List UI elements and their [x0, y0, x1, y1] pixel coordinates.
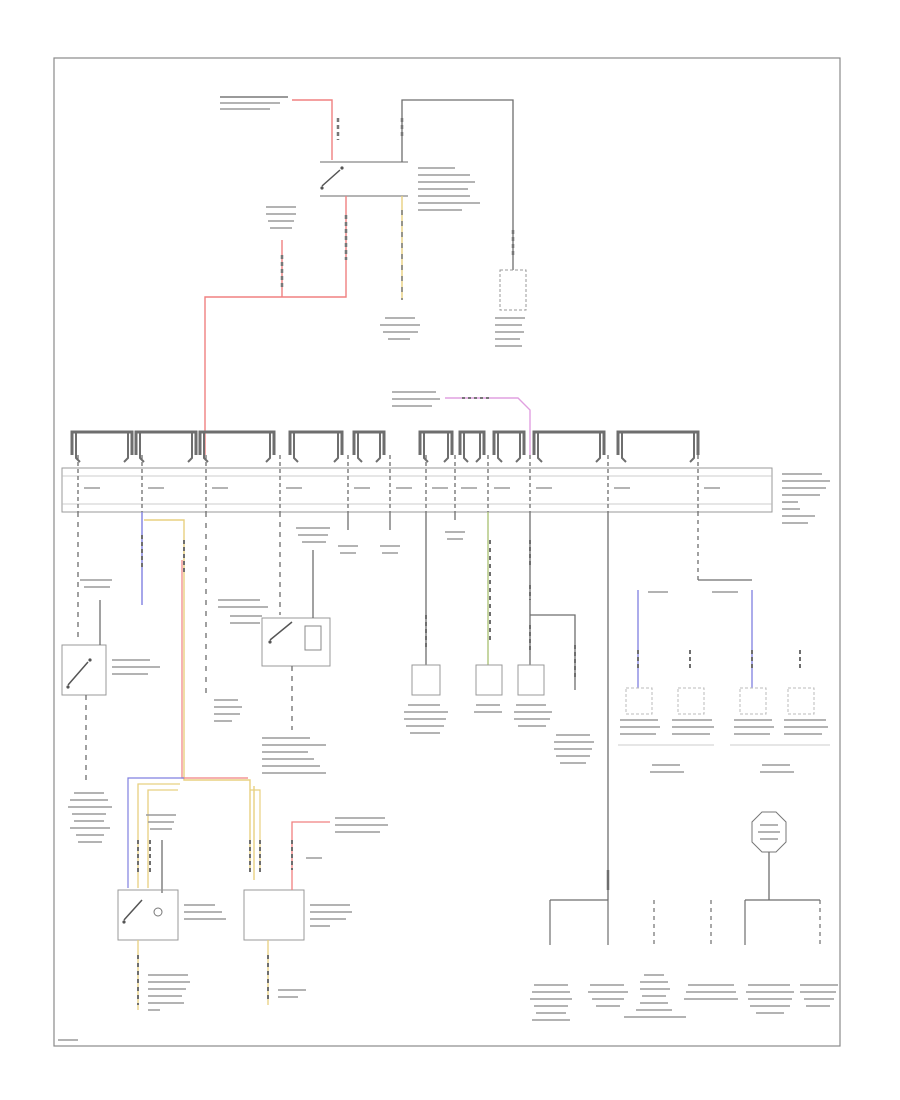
bus-drop	[537, 432, 601, 463]
center-component-1-label	[404, 704, 448, 734]
battery-feed-label	[220, 96, 288, 110]
wire-battery-red	[292, 99, 333, 160]
lower-left-splice-label	[146, 814, 176, 830]
fuse-panel	[61, 430, 830, 524]
center-component-3	[517, 664, 545, 696]
bus-drop	[293, 432, 339, 463]
center-components	[404, 512, 594, 764]
bus-drop	[463, 432, 481, 463]
bus-drop	[75, 432, 129, 463]
splice-octagon	[751, 811, 787, 853]
wire-relay-to-splice-red	[204, 196, 347, 455]
relay-description-block	[418, 167, 480, 211]
bus-bar	[70, 430, 700, 463]
bus-hump	[352, 430, 386, 455]
bus-drop	[621, 432, 695, 463]
bus-hump	[418, 430, 454, 455]
lower-mid-feed-label	[306, 817, 388, 859]
middle-switch-box	[261, 617, 331, 667]
fuse-feed-pink	[392, 391, 531, 455]
fuse-panel-box	[61, 467, 773, 513]
bus-hump	[198, 430, 276, 455]
left-switch-label	[80, 579, 160, 675]
battery-feed-section	[204, 96, 527, 455]
right-module-2	[677, 687, 705, 715]
lower-mid-ground-label	[278, 989, 306, 998]
left-switch-box	[61, 644, 107, 696]
bus-drop	[203, 432, 271, 463]
wire-fuse2-yellow	[144, 519, 251, 870]
wire-blue-to-module	[127, 777, 184, 888]
middle-switch-label	[218, 599, 268, 624]
bus-hump	[70, 430, 134, 455]
bus-hump	[616, 430, 700, 455]
wire-relay-top-black	[401, 99, 514, 270]
center-component-2-label	[474, 704, 502, 713]
bus-hump	[134, 430, 198, 455]
ground-label-top	[380, 317, 420, 340]
right-modules-labels	[618, 719, 830, 773]
bus-hump	[288, 430, 344, 455]
lower-left-module-label	[184, 904, 226, 920]
lower-mid-module-label	[310, 904, 352, 927]
left-branch	[61, 512, 388, 1011]
lower-left-module	[117, 889, 179, 941]
lower-left-ground-label	[148, 974, 190, 1011]
diagram-frame	[53, 57, 841, 1047]
bus-hump	[492, 430, 526, 455]
bus-drop	[497, 432, 521, 463]
lower-mid-module	[243, 889, 305, 941]
bus-drop	[423, 432, 449, 463]
fuse-panel-label	[782, 473, 830, 524]
bus-hump	[532, 430, 606, 455]
middle-component-label	[262, 737, 326, 774]
center-component-3-label	[514, 704, 594, 764]
middle-ground-label	[214, 699, 242, 722]
right-module-1	[625, 687, 653, 715]
bottom-right-component-labels	[530, 974, 838, 1021]
bus-hump	[458, 430, 486, 455]
relay-switch	[320, 161, 408, 197]
center-component-2	[475, 664, 503, 696]
bus-drop	[357, 432, 381, 463]
right-module-4	[787, 687, 815, 715]
splice-label	[266, 206, 296, 229]
left-component-label	[68, 792, 112, 843]
right-branch	[530, 512, 838, 1021]
fuse-row	[77, 455, 720, 512]
middle-branch	[205, 512, 465, 774]
middle-feed-label	[296, 527, 330, 543]
alternator-box	[499, 269, 527, 311]
center-component-1	[411, 664, 441, 696]
alternator-label	[495, 317, 525, 347]
bus-drop	[139, 432, 193, 463]
right-module-3	[739, 687, 767, 715]
